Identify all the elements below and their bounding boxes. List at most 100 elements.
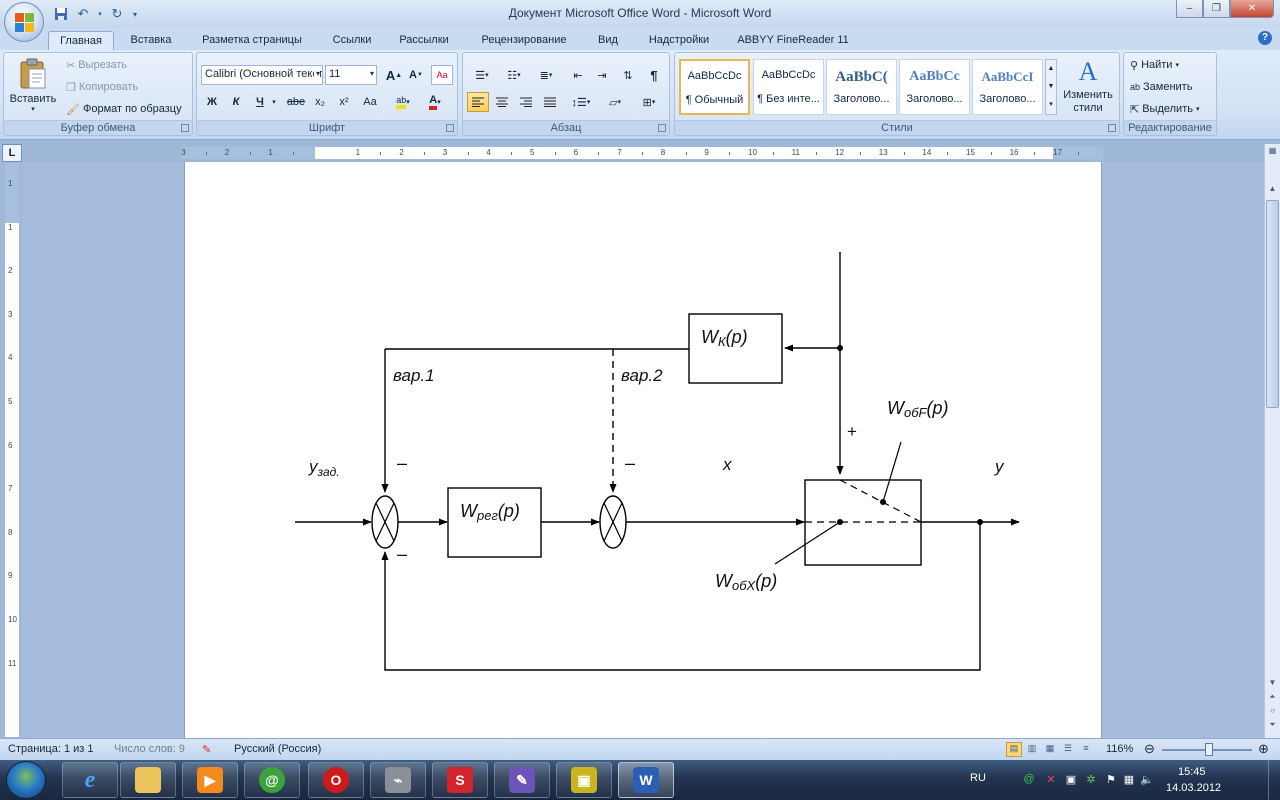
cut-button[interactable]: ✂ Вырезать xyxy=(66,55,127,75)
multilevel-list-button[interactable]: ≣▾ xyxy=(539,69,553,82)
taskbar-opera[interactable]: O xyxy=(308,762,364,798)
browse-object-icon[interactable]: ○ xyxy=(1270,706,1275,715)
outline-view-icon[interactable]: ☰ xyxy=(1063,743,1073,753)
document-area[interactable]: WК(p) вар.1 вар.2 yзад. – – Wрег(p) xyxy=(22,162,1264,738)
style-normal[interactable]: AaBbCcDc ¶ Обычный xyxy=(679,59,750,115)
language[interactable]: Русский (Россия) xyxy=(234,743,322,755)
taskbar-ie[interactable]: e xyxy=(62,762,118,798)
bullets-button[interactable]: ☰▾ xyxy=(475,69,489,82)
shrink-font-button[interactable]: A▼ xyxy=(409,69,423,81)
underline-dropdown-icon[interactable]: ▾ xyxy=(272,99,276,106)
clear-format-icon[interactable]: Aa xyxy=(431,65,453,85)
vertical-scrollbar[interactable]: ▦ ▲ ▼ ⏶ ○ ⏷ xyxy=(1264,144,1280,738)
close-button[interactable]: ✕ xyxy=(1230,0,1274,18)
action-center-icon[interactable]: ⚑ xyxy=(1106,774,1116,786)
superscript-button[interactable]: x² xyxy=(339,96,349,108)
underline-button[interactable]: Ч xyxy=(256,96,264,108)
paste-button[interactable]: Вставить ▾ xyxy=(8,56,58,120)
style-heading-1[interactable]: AaBbC( Заголово... xyxy=(826,59,897,115)
taskbar-mail-agent[interactable]: @ xyxy=(244,762,300,798)
full-screen-view-icon[interactable]: ▥ xyxy=(1027,743,1037,753)
font-color-button[interactable]: A▾ xyxy=(421,92,449,112)
redo-icon[interactable]: ↻ xyxy=(111,6,123,21)
copy-button[interactable]: ❐ Копировать xyxy=(66,77,138,97)
clock-date[interactable]: 14.03.2012 xyxy=(1166,782,1222,794)
shading-button[interactable]: ▱▾ xyxy=(609,96,621,109)
tab-insert[interactable]: Вставка xyxy=(130,34,172,46)
tab-abbyy[interactable]: ABBYY FineReader 11 xyxy=(737,34,849,46)
customize-qat-icon[interactable]: ▾ xyxy=(132,9,137,19)
tab-mailings[interactable]: Рассылки xyxy=(399,34,449,46)
find-button[interactable]: ⚲ Найти ▾ xyxy=(1130,55,1179,75)
tab-review[interactable]: Рецензирование xyxy=(481,34,567,46)
tab-selector[interactable]: L xyxy=(2,144,22,162)
tab-home[interactable]: Главная xyxy=(48,31,114,50)
scroll-down-arrow[interactable]: ▼ xyxy=(1268,678,1277,687)
font-size-combo[interactable]: 11 ▾ xyxy=(325,65,377,85)
change-case-button[interactable]: Aa xyxy=(363,96,377,108)
page-count[interactable]: Страница: 1 из 1 xyxy=(8,743,94,755)
taskbar-media[interactable]: ▶ xyxy=(182,762,238,798)
start-button[interactable] xyxy=(6,761,46,799)
dialog-launcher-icon[interactable] xyxy=(181,124,189,132)
word-count[interactable]: Число слов: 9 xyxy=(114,743,185,755)
document-page[interactable]: WК(p) вар.1 вар.2 yзад. – – Wрег(p) xyxy=(184,162,1102,738)
subscript-button[interactable]: x₂ xyxy=(315,96,325,108)
app-tray-icon[interactable]: ▣ xyxy=(1065,774,1077,786)
save-icon[interactable] xyxy=(52,5,70,23)
undo-dropdown-icon[interactable]: ▾ xyxy=(98,11,102,18)
line-spacing-button[interactable]: ↕☰▾ xyxy=(571,96,591,109)
style-heading-3[interactable]: AaBbCcI Заголово... xyxy=(972,59,1043,115)
maximize-button[interactable]: ❐ xyxy=(1203,0,1230,18)
align-right-button[interactable] xyxy=(515,92,537,112)
network-tray-icon[interactable]: ✕ xyxy=(1046,774,1056,786)
draft-view-icon[interactable]: ≡ xyxy=(1083,743,1089,753)
dialog-launcher-icon[interactable] xyxy=(1108,124,1116,132)
taskbar-app[interactable]: ✎ xyxy=(494,762,550,798)
format-painter-button[interactable]: 🖌 Формат по образцу xyxy=(66,99,182,119)
justify-button[interactable] xyxy=(539,92,561,112)
decrease-indent-button[interactable]: ⇤ xyxy=(573,69,583,82)
zoom-out-icon[interactable]: ⊖ xyxy=(1144,741,1155,756)
increase-indent-button[interactable]: ⇥ xyxy=(597,69,607,82)
scroll-thumb[interactable] xyxy=(1266,200,1279,408)
input-language[interactable]: RU xyxy=(970,772,986,784)
help-icon[interactable]: ? xyxy=(1258,31,1272,45)
tab-addins[interactable]: Надстройки xyxy=(648,34,710,46)
taskbar-app[interactable]: ▣ xyxy=(556,762,612,798)
ruler-toggle-icon[interactable]: ▦ xyxy=(1268,146,1277,155)
mail-agent-tray-icon[interactable]: @ xyxy=(1023,773,1035,785)
numbering-button[interactable]: ☷▾ xyxy=(507,69,521,82)
taskbar-app[interactable]: S xyxy=(432,762,488,798)
style-no-spacing[interactable]: AaBbCcDc ¶ Без инте... xyxy=(753,59,824,115)
align-center-button[interactable] xyxy=(491,92,513,112)
zoom-slider-thumb[interactable] xyxy=(1205,743,1213,756)
replace-button[interactable]: ab Заменить xyxy=(1130,77,1192,97)
zoom-in-icon[interactable]: ⊕ xyxy=(1258,741,1269,756)
minimize-button[interactable]: – xyxy=(1176,0,1203,18)
app-tray-icon[interactable]: ✲ xyxy=(1086,774,1096,786)
sort-button[interactable]: ⇅ xyxy=(623,69,633,82)
print-layout-view-icon[interactable]: ▤ xyxy=(1006,742,1022,757)
styles-scroll[interactable]: ▲▼▾ xyxy=(1045,59,1057,115)
borders-button[interactable]: ⊞▾ xyxy=(642,96,656,109)
dialog-launcher-icon[interactable] xyxy=(446,124,454,132)
tab-page-layout[interactable]: Разметка страницы xyxy=(202,34,302,46)
strikethrough-button[interactable]: abe xyxy=(286,96,306,108)
italic-button[interactable]: К xyxy=(232,96,240,108)
tab-references[interactable]: Ссылки xyxy=(332,34,372,46)
change-styles-button[interactable]: A Изменить стили xyxy=(1059,57,1117,117)
select-button[interactable]: ⇱ Выделить ▾ xyxy=(1130,99,1199,119)
show-desktop-button[interactable] xyxy=(1268,760,1280,800)
clock-time[interactable]: 15:45 xyxy=(1178,766,1206,778)
undo-icon[interactable]: ↶ xyxy=(77,6,89,21)
proofing-icon[interactable]: ✎ xyxy=(202,744,212,756)
taskbar-app[interactable]: ⌁ xyxy=(370,762,426,798)
highlight-button[interactable]: ab▾ xyxy=(389,92,417,112)
zoom-level[interactable]: 116% xyxy=(1106,743,1134,755)
dialog-launcher-icon[interactable] xyxy=(658,124,666,132)
tab-view[interactable]: Вид xyxy=(598,34,618,46)
office-button[interactable] xyxy=(4,2,44,42)
style-heading-2[interactable]: AaBbCc Заголово... xyxy=(899,59,970,115)
